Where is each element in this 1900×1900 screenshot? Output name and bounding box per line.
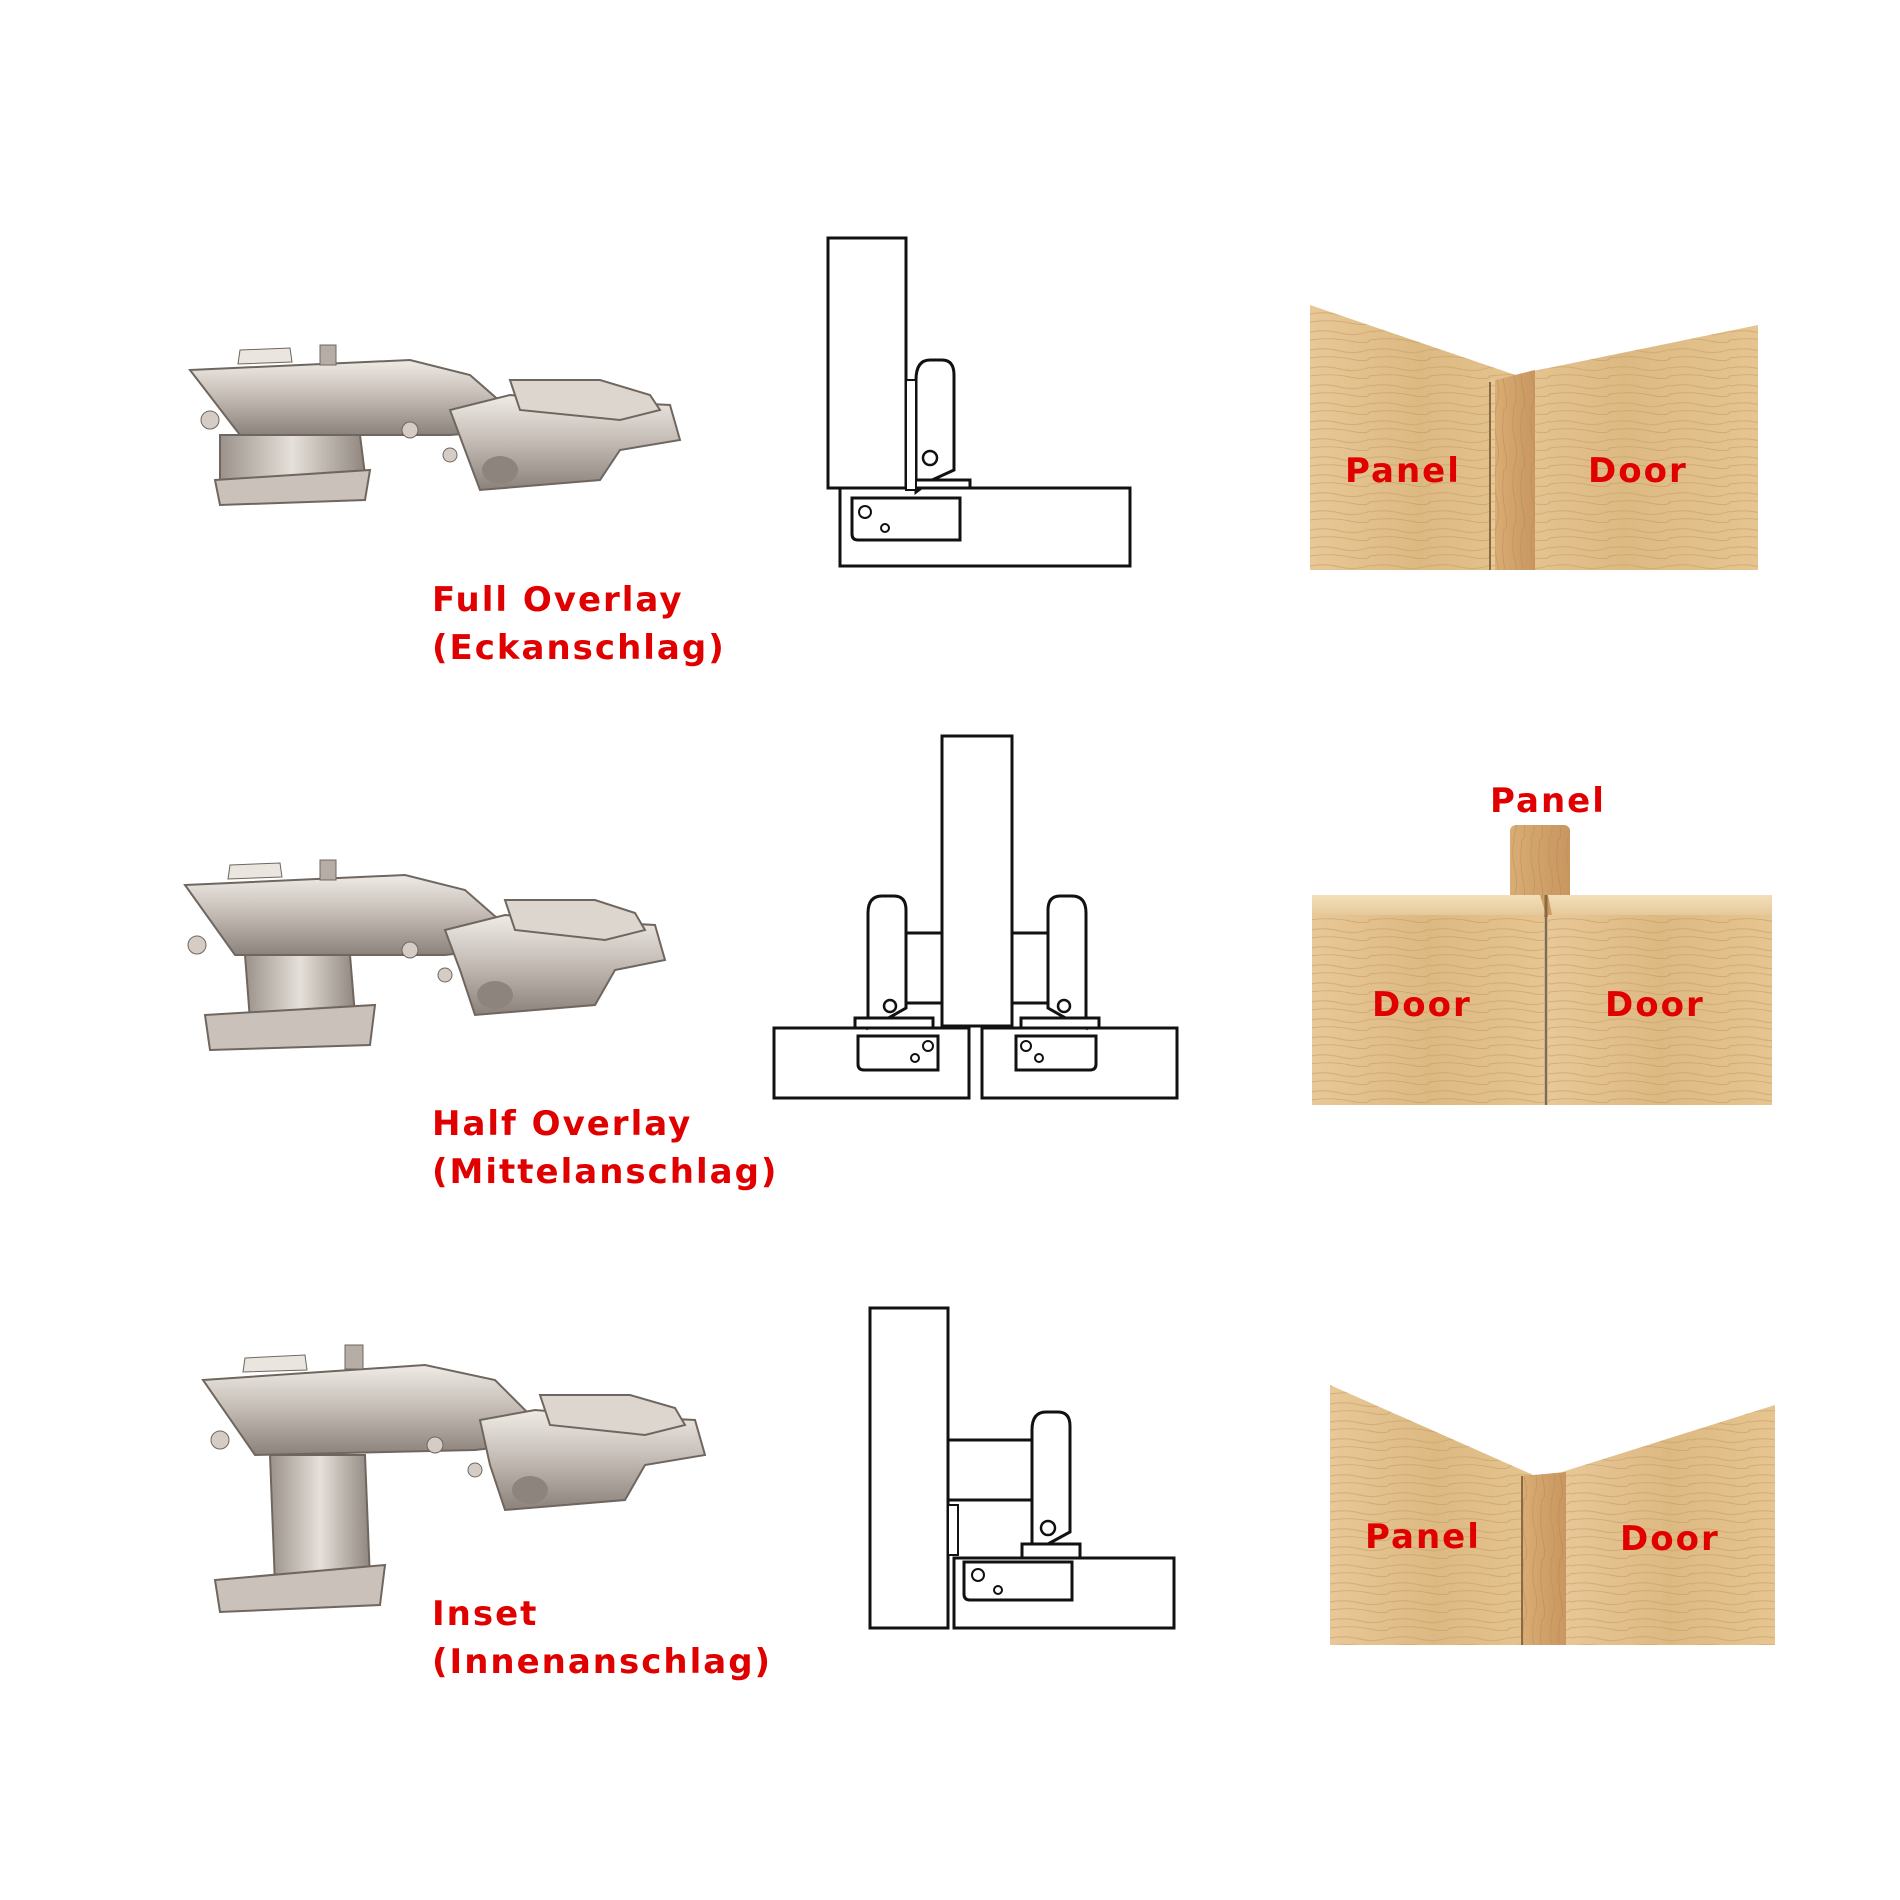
wood-full-overlay-image: Panel Door — [1310, 305, 1758, 570]
caption-full-overlay: Full Overlay (Eckanschlag) — [432, 576, 726, 672]
caption-subtitle: (Innenanschlag) — [432, 1642, 773, 1682]
wood-inset-image: Panel Door — [1330, 1385, 1775, 1645]
diagram-half-overlay — [772, 734, 1179, 1100]
label-door: Door — [1620, 1519, 1720, 1559]
caption-subtitle: (Mittelanschlag) — [432, 1152, 779, 1192]
hinge-full-overlay-image — [188, 344, 682, 507]
caption-inset: Inset (Innenanschlag) — [432, 1590, 772, 1686]
caption-half-overlay: Half Overlay (Mittelanschlag) — [432, 1100, 778, 1196]
label-door-right: Door — [1605, 985, 1705, 1025]
hinge-half-overlay-image — [183, 859, 667, 1052]
label-panel: Panel — [1345, 451, 1461, 491]
label-door: Door — [1588, 451, 1688, 491]
label-door-left: Door — [1372, 985, 1472, 1025]
hinge-inset-image — [201, 1344, 707, 1614]
caption-title: Full Overlay — [432, 580, 684, 620]
label-panel: Panel — [1365, 1517, 1481, 1557]
caption-title: Half Overlay — [432, 1104, 693, 1144]
caption-title: Inset — [432, 1594, 539, 1634]
label-panel: Panel — [1490, 781, 1606, 821]
caption-subtitle: (Eckanschlag) — [432, 628, 726, 668]
diagram-inset — [868, 1306, 1176, 1630]
diagram-full-overlay — [826, 236, 1132, 568]
wood-half-overlay-image: Panel Door Door — [1312, 781, 1772, 1105]
